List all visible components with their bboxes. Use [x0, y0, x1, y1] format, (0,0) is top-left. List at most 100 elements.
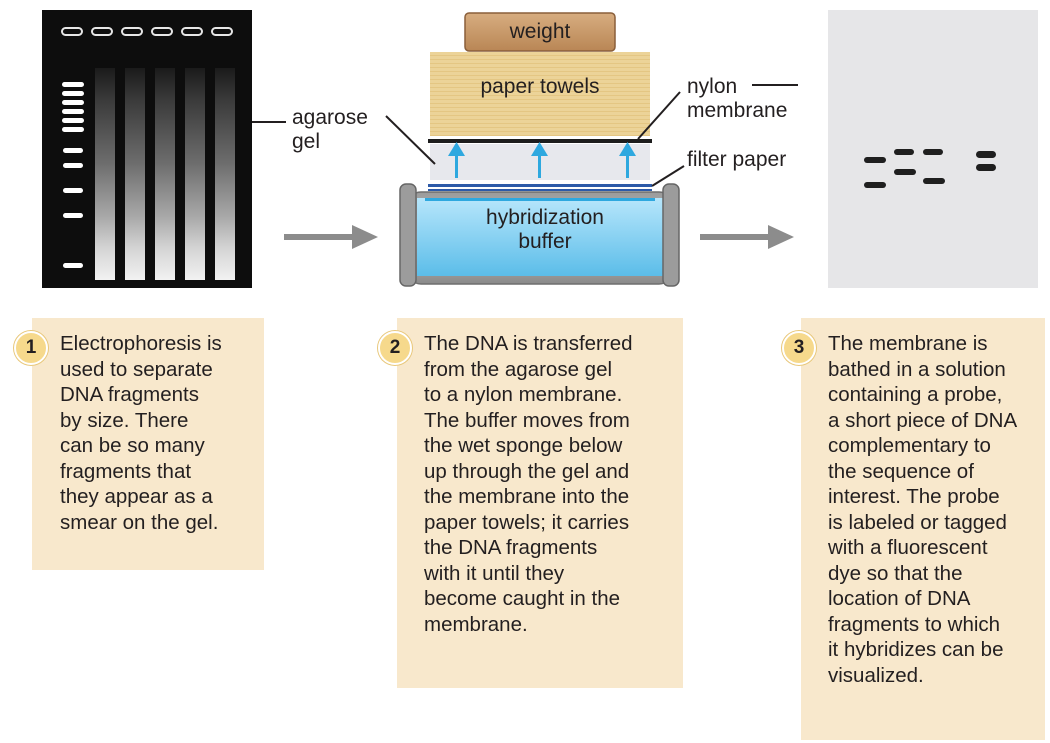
- hybridized-bands: [864, 149, 996, 188]
- step-3-line: with a fluorescent: [828, 536, 988, 559]
- step-2-text: The DNA is transferred from the agarose …: [424, 331, 680, 637]
- ladder-band: [63, 263, 83, 268]
- step-3-line: it hybridizes can be: [828, 638, 1004, 661]
- gel-lane: [155, 68, 175, 280]
- step-2-line: The buffer moves from: [424, 408, 630, 432]
- step-3-line: The membrane is: [828, 332, 988, 355]
- step-3-line: interest. The probe: [828, 485, 1000, 508]
- step-1-line: fragments that: [60, 459, 192, 483]
- step-1-line: can be so many: [60, 434, 205, 457]
- probe-band: [864, 182, 886, 188]
- ladder-band: [62, 91, 84, 96]
- hybridization-buffer: [417, 198, 663, 276]
- step-1-line: used to separate: [60, 357, 213, 381]
- ladder-band: [62, 100, 84, 105]
- nylon-membrane: [428, 139, 652, 143]
- trough-cap-right: [662, 183, 680, 287]
- step-3-line: a short piece of DNA: [828, 408, 1018, 432]
- right-arrow-icon: [700, 225, 794, 249]
- leader-lines: [385, 84, 798, 187]
- step-3-line: the sequence of: [828, 459, 974, 483]
- step-3-line: is labeled or tagged: [828, 510, 1007, 534]
- hybridization-buffer-label-line1: hybridization: [486, 206, 604, 229]
- step-2-line: the membrane into the: [424, 485, 630, 508]
- gel-well: [181, 27, 203, 36]
- gel-well: [211, 27, 233, 36]
- step-1-line: they appear as a: [60, 485, 213, 508]
- up-arrow-icon: [619, 142, 636, 178]
- gel-lane: [95, 68, 115, 280]
- ladder-band: [63, 188, 83, 193]
- probe-band: [923, 178, 945, 184]
- up-arrow-icon: [448, 142, 465, 178]
- probe-band: [894, 149, 914, 155]
- probe-band: [923, 149, 943, 155]
- nylon-pointer-line: [637, 91, 681, 140]
- step-1-line: Electrophoresis is: [60, 332, 222, 355]
- weight-label: weight: [509, 20, 571, 43]
- step-1-line: DNA fragments: [60, 383, 199, 406]
- agarose-gel-label-line2: gel: [292, 130, 321, 153]
- step-2-line: membrane.: [424, 612, 528, 636]
- blotting-apparatus: [399, 12, 680, 287]
- step-2-line: the DNA fragments: [424, 536, 598, 559]
- step-2-line: from the agarose gel: [424, 357, 613, 381]
- step-3-line: fragments to which: [828, 612, 1001, 636]
- filter-paper: [428, 184, 652, 187]
- gel-lane: [125, 68, 145, 280]
- step-2-badge: 2: [378, 331, 412, 365]
- step-2-line: with it until they: [424, 561, 565, 585]
- agarose-gel-label: agarose gel: [292, 106, 368, 154]
- probe-band: [976, 151, 996, 158]
- gel-well: [61, 27, 83, 36]
- ladder-band: [63, 213, 83, 218]
- step-2-line: up through the gel and: [424, 459, 630, 483]
- right-arrow-icon: [284, 225, 378, 249]
- probe-band: [864, 157, 886, 163]
- ladder-band: [63, 148, 83, 153]
- step-1-line: smear on the gel.: [60, 510, 219, 534]
- step-3-badge: 3: [782, 331, 816, 365]
- step-2-line: become caught in the: [424, 587, 621, 610]
- step-3-line: bathed in a solution: [828, 357, 1006, 381]
- nylon-membrane-label: nylon membrane: [687, 75, 787, 123]
- step-3-text: The membrane is bathed in a solution con…: [828, 331, 1042, 688]
- step-3-line: location of DNA: [828, 587, 971, 610]
- step-3-line: dye so that the: [828, 561, 963, 585]
- ladder-band: [62, 118, 84, 123]
- probe-band: [976, 164, 996, 171]
- step-3-line: complementary to: [828, 434, 991, 457]
- gel-lane: [185, 68, 205, 280]
- step-2-line: The DNA is transferred: [424, 332, 633, 355]
- filter-paper-pointer-line: [651, 165, 685, 187]
- paper-towels-label: paper towels: [480, 75, 600, 98]
- step-3-box: [801, 318, 1045, 740]
- ladder-band: [62, 127, 84, 132]
- ladder-band: [63, 163, 83, 168]
- hybridization-buffer-label-line2: buffer: [518, 230, 572, 253]
- up-arrow-icon: [531, 142, 548, 178]
- electrophoresis-gel: [42, 10, 252, 288]
- gel-well: [91, 27, 113, 36]
- step-1-badge: 1: [14, 331, 48, 365]
- gel-wells: [61, 27, 233, 36]
- nylon-membrane-label-line2: membrane: [687, 99, 788, 122]
- weight-block: [464, 12, 616, 52]
- ladder-band: [62, 82, 84, 87]
- agarose-pointer-line: [385, 115, 436, 165]
- agarose-gel-label-line1: agarose: [292, 106, 368, 129]
- probe-band: [894, 169, 916, 175]
- trough-cap-left: [399, 183, 417, 287]
- nylon-membrane-label-line1: nylon: [687, 75, 738, 98]
- step-3-line: containing a probe,: [828, 383, 1003, 406]
- ladder-bands: [62, 82, 84, 268]
- step-2-line: to a nylon membrane.: [424, 383, 623, 406]
- gel-lane: [215, 68, 235, 280]
- step-2-box: [397, 318, 683, 688]
- agarose-leader-line: [252, 121, 286, 123]
- step-1-line: by size. There: [60, 408, 189, 432]
- probed-membrane: [828, 10, 1038, 288]
- hybridization-buffer-label: hybridization buffer: [417, 206, 673, 254]
- step-2-line: the wet sponge below: [424, 434, 623, 457]
- filter-paper-label: filter paper: [687, 148, 787, 171]
